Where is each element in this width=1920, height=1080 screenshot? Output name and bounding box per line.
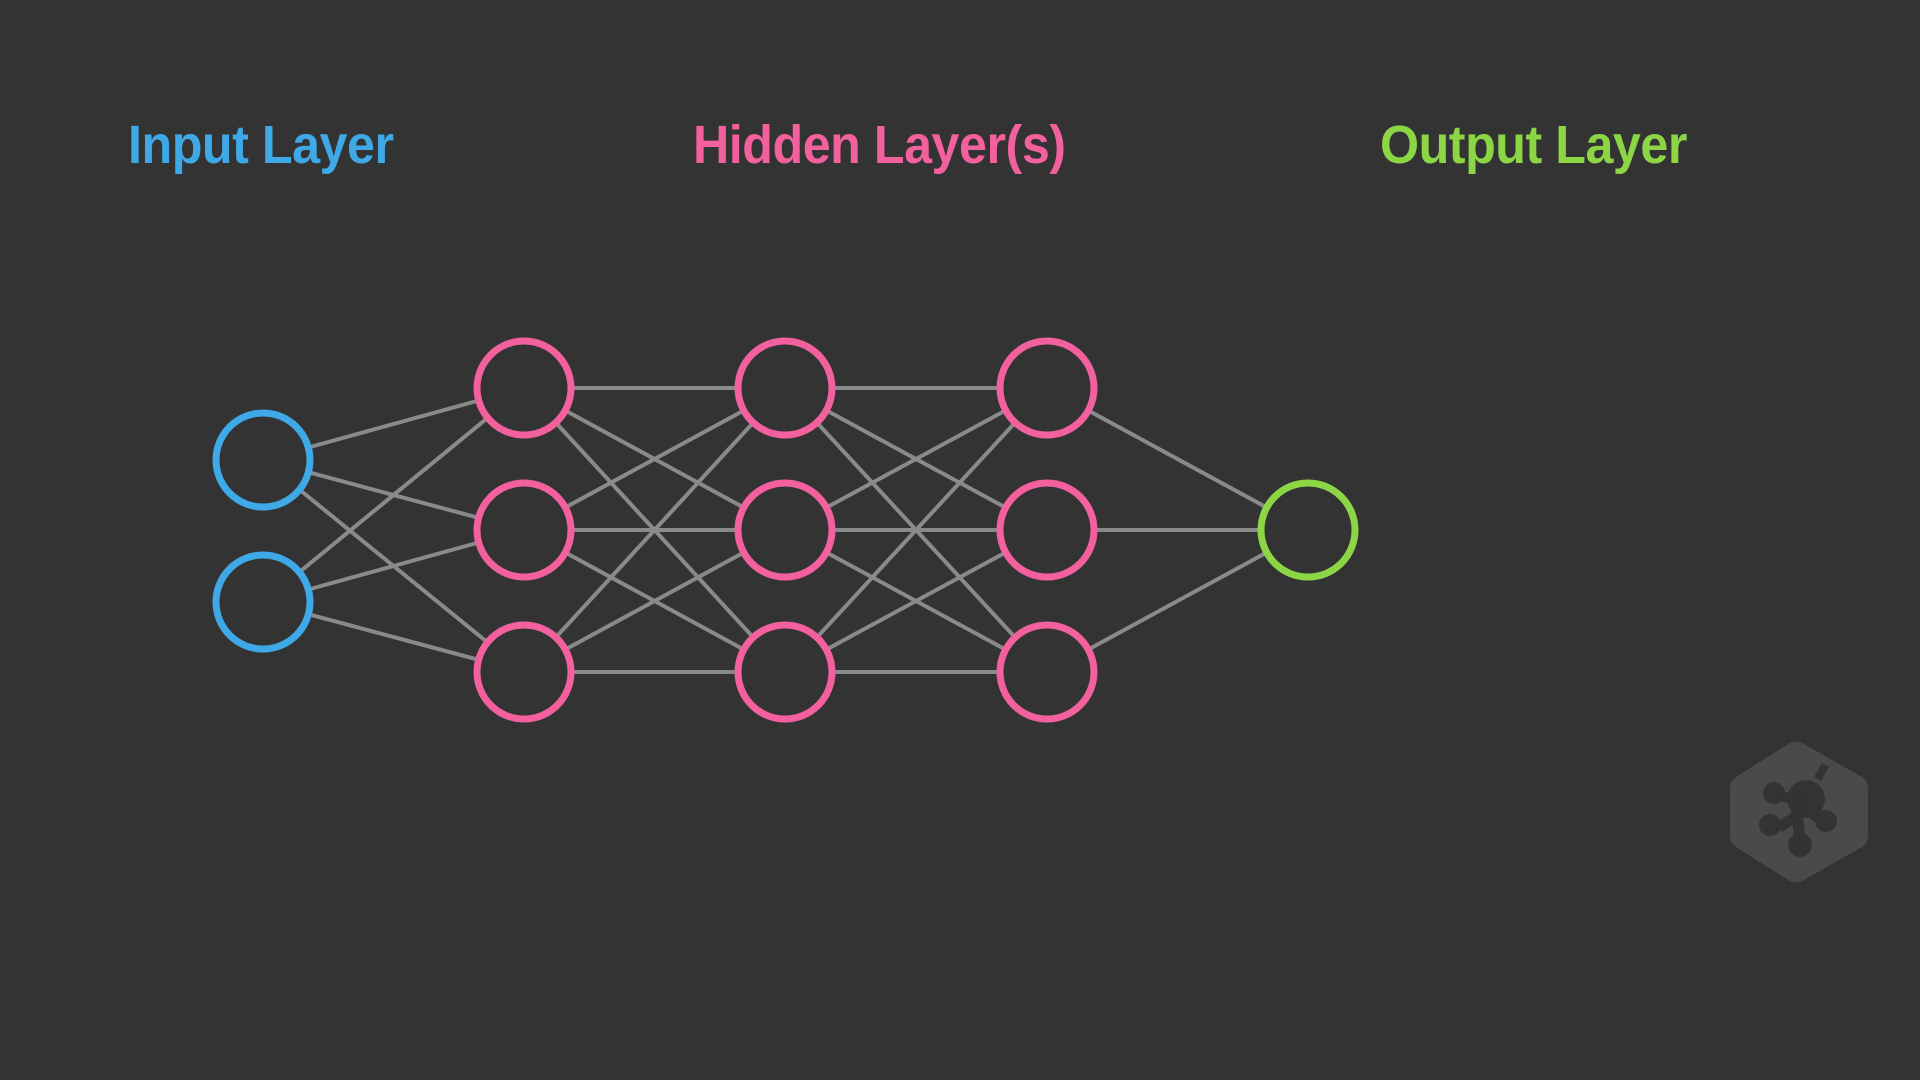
connection-edge	[814, 420, 1018, 640]
neuron-node-h1_3	[473, 621, 575, 723]
connection-edge	[297, 415, 490, 575]
neuron-node-h1_2	[473, 479, 575, 581]
connection-edge	[824, 408, 1008, 510]
connection-edge	[1086, 408, 1269, 510]
neuron-node-h3_1	[996, 337, 1098, 439]
connection-edge	[1086, 550, 1269, 652]
edges-group	[297, 386, 1269, 674]
connection-edge	[306, 398, 481, 450]
neuron-node-h2_2	[734, 479, 836, 581]
neuron-node-o1	[1257, 479, 1359, 581]
neuron-node-h2_1	[734, 337, 836, 439]
connection-edge	[824, 550, 1008, 652]
connection-edge	[306, 612, 481, 662]
nodes-group	[212, 337, 1359, 723]
neuron-node-h3_2	[996, 479, 1098, 581]
neuron-node-h1_1	[473, 337, 575, 439]
neuron-node-h3_3	[996, 621, 1098, 723]
connection-edge	[553, 420, 756, 640]
connection-edge	[306, 540, 481, 592]
neuron-node-i1	[212, 409, 314, 511]
connection-edge	[563, 550, 746, 652]
connection-edge	[563, 408, 746, 510]
neuron-node-i2	[212, 551, 314, 653]
neuron-node-h2_3	[734, 621, 836, 723]
